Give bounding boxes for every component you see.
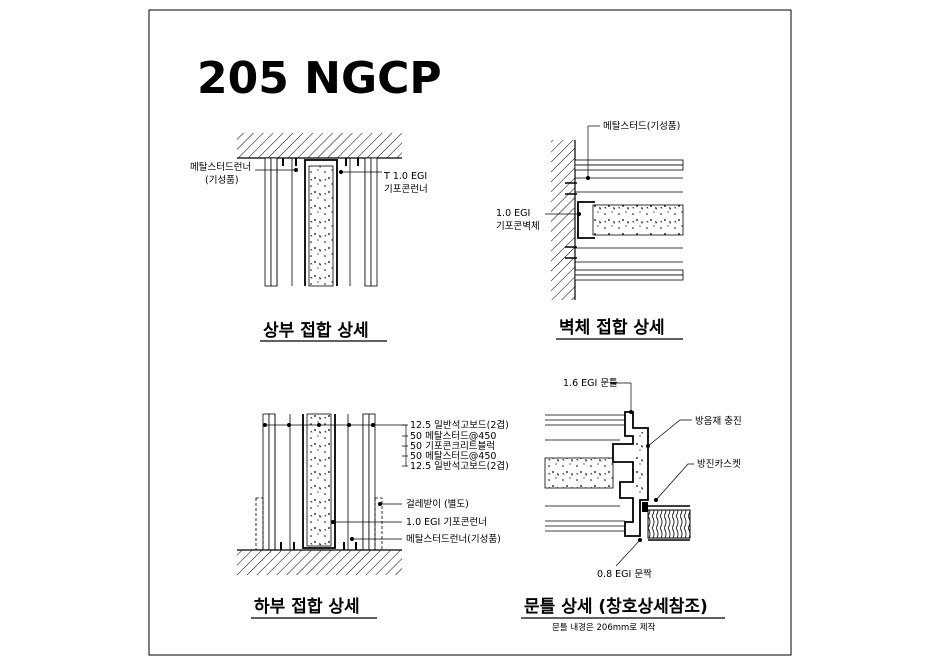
top-joint-detail: 메탈스터드런너 (기성품) T 1.0 EGI 기포콘런너 상부 접합 상세 bbox=[190, 133, 428, 342]
top-slab-hatch bbox=[237, 133, 402, 158]
bottom-layer-1: 12.5 일반석고보드(2겹) bbox=[410, 419, 509, 431]
top-runner-label-1: 메탈스터드런너 bbox=[190, 161, 251, 173]
wall-hatch bbox=[551, 140, 575, 300]
bottom-layer-3: 50 기포콘크리트블럭 bbox=[410, 440, 495, 452]
door-concrete-block bbox=[544, 457, 614, 489]
door-frame-label: 1.6 EGI 문틀 bbox=[563, 378, 618, 389]
door-stop-label: 0.8 EGI 문짝 bbox=[597, 569, 652, 580]
wall-stud-label: 메탈스터드(기성품) bbox=[603, 120, 680, 132]
door-gasket-label: 방진카스켓 bbox=[697, 459, 741, 470]
wall-egi-label-2: 기포콘벽체 bbox=[496, 221, 540, 232]
bottom-runner-label: 메탈스터드런너(기성품) bbox=[406, 533, 501, 545]
bottom-floor-hatch bbox=[237, 550, 402, 575]
top-runner-label-2: (기성품) bbox=[205, 175, 239, 186]
wall-egi-label-1: 1.0 EGI bbox=[496, 208, 530, 219]
bottom-detail-caption: 하부 접합 상세 bbox=[254, 596, 360, 617]
bottom-concrete-block bbox=[306, 413, 332, 547]
bottom-baseboard-label: 걸레받이 (별도) bbox=[406, 498, 469, 510]
bottom-layer-2: 50 메탈스터드@450 bbox=[410, 430, 496, 442]
door-detail-caption: 문틀 상세 (창호상세참조) bbox=[524, 596, 708, 617]
bottom-joint-detail: 12.5 일반석고보드(2겹) 50 메탈스터드@450 50 기포콘크리트블럭… bbox=[237, 413, 509, 619]
door-frame-profile bbox=[612, 411, 649, 537]
door-insulation-label: 방음재 충진 bbox=[695, 416, 742, 427]
top-detail-caption: 상부 접합 상세 bbox=[263, 320, 369, 341]
door-frame-detail: 1.6 EGI 문틀 방음재 충진 방진카스켓 0.8 EGI 문짝 문틀 상세… bbox=[521, 378, 742, 633]
top-concrete-block bbox=[308, 165, 334, 287]
door-leaf-insulation bbox=[647, 509, 691, 539]
top-egi-label-2: 기포콘런너 bbox=[384, 184, 428, 195]
wall-joint-detail: 메탈스터드(기성품) 1.0 EGI 기포콘벽체 벽체 접합 상세 bbox=[496, 120, 684, 340]
wall-concrete-block bbox=[592, 204, 684, 236]
wall-detail-caption: 벽체 접합 상세 bbox=[559, 317, 665, 338]
drawing-title: 205 NGCP bbox=[197, 53, 442, 104]
bottom-layer-5: 12.5 일반석고보드(2겹) bbox=[410, 460, 509, 472]
door-detail-note: 문틀 내경은 206mm로 제작 bbox=[552, 622, 656, 633]
sheet-border bbox=[148, 9, 792, 656]
bottom-layer-4: 50 메탈스터드@450 bbox=[410, 450, 496, 462]
bottom-egi-label: 1.0 EGI 기포콘런너 bbox=[406, 517, 487, 528]
top-egi-label-1: T 1.0 EGI bbox=[383, 171, 427, 182]
